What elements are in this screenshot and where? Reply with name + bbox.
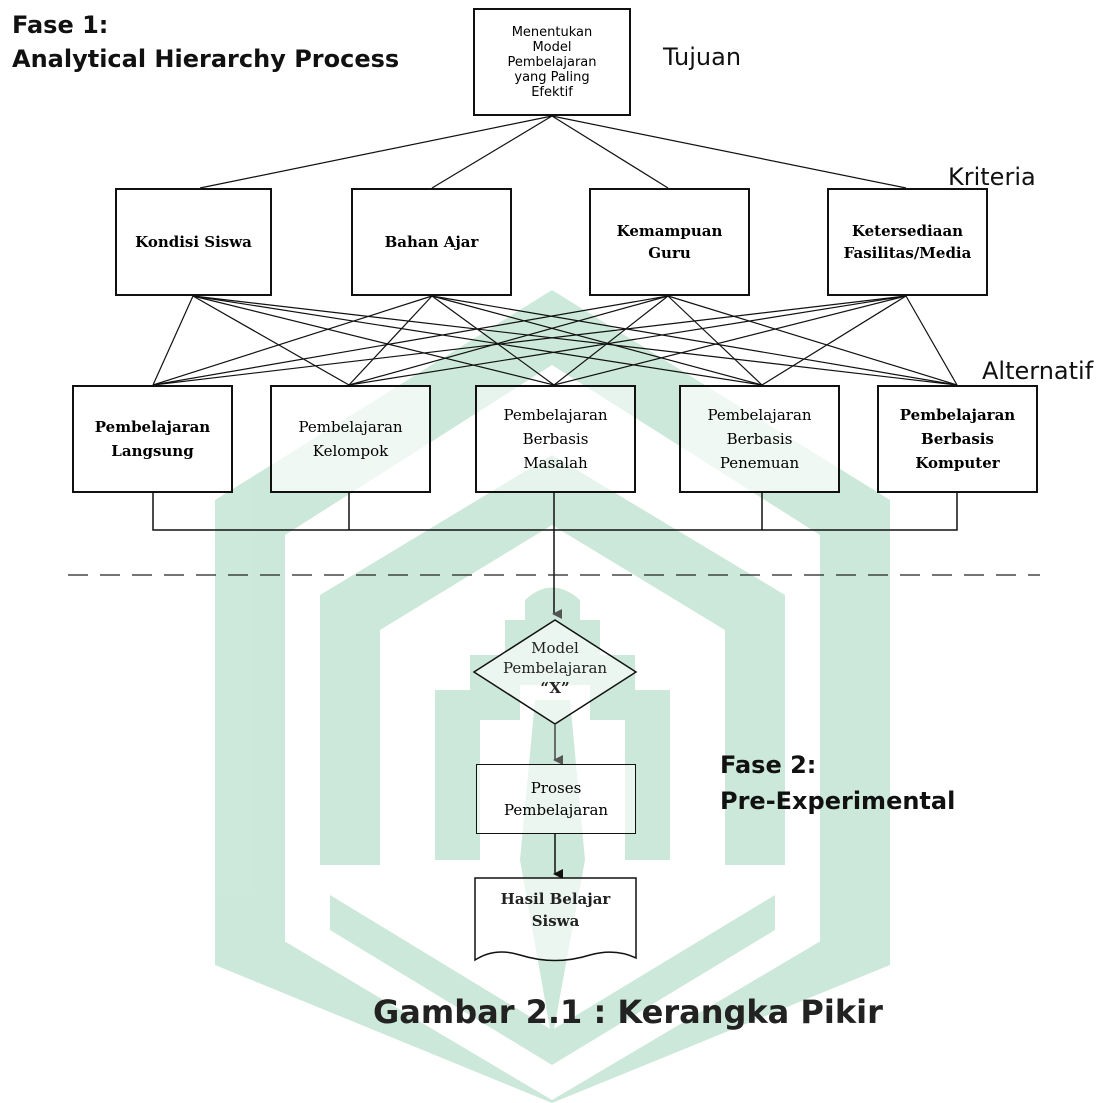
criteria-alternative-connector bbox=[348, 295, 669, 386]
criteria-box-bahan-ajar: Bahan Ajar bbox=[351, 188, 512, 296]
alternative-line: Langsung bbox=[111, 442, 194, 460]
criteria-alternative-connector bbox=[431, 295, 555, 386]
decision-line: “X” bbox=[540, 679, 570, 697]
criteria-alternative-connector bbox=[431, 295, 958, 386]
criteria-alternative-connector bbox=[667, 295, 958, 386]
level-label-alternatives: Alternatif bbox=[982, 357, 1094, 385]
result-line: Hasil Belajar bbox=[500, 890, 611, 908]
goal-line: yang Paling bbox=[514, 69, 590, 85]
criteria-alternative-connector bbox=[192, 295, 763, 386]
criteria-box-kemampuan-guru: Kemampuan Guru bbox=[589, 188, 750, 296]
goal-line: Model bbox=[532, 39, 572, 55]
criteria-line: Guru bbox=[648, 244, 691, 262]
level-label-goal: Tujuan bbox=[663, 43, 742, 71]
alternative-box-masalah: Pembelajaran Berbasis Masalah bbox=[475, 385, 636, 493]
process-line: Proses bbox=[530, 779, 582, 797]
decision-line: Pembelajaran bbox=[502, 659, 608, 677]
phase1-line2: Analytical Hierarchy Process bbox=[12, 45, 400, 73]
criteria-alternative-connector bbox=[553, 295, 907, 386]
decision-text: Model Pembelajaran “X” bbox=[474, 638, 636, 698]
criteria-line: Fasilitas/Media bbox=[843, 244, 972, 262]
alternative-line: Penemuan bbox=[719, 454, 800, 472]
criteria-alternative-connector bbox=[192, 295, 958, 386]
alternative-line: Berbasis bbox=[522, 430, 589, 448]
alternative-box-kelompok: Pembelajaran Kelompok bbox=[270, 385, 431, 493]
criteria-alternative-connector bbox=[348, 295, 907, 386]
figure-caption: Gambar 2.1 : Kerangka Pikir bbox=[373, 993, 883, 1031]
goal-line: Efektif bbox=[531, 84, 573, 100]
criteria-alternative-connector bbox=[152, 295, 433, 386]
criteria-alternative-connector bbox=[192, 295, 555, 386]
criteria-alternative-connector bbox=[553, 295, 669, 386]
criteria-alternative-connector bbox=[152, 295, 669, 386]
alternative-box-komputer: Pembelajaran Berbasis Komputer bbox=[877, 385, 1038, 493]
goal-box: Menentukan Model Pembelajaran yang Palin… bbox=[473, 8, 631, 116]
criteria-alternative-connector bbox=[152, 295, 194, 386]
level-label-criteria: Kriteria bbox=[948, 163, 1036, 191]
alternative-box-langsung: Pembelajaran Langsung bbox=[72, 385, 233, 493]
alternative-line: Pembelajaran bbox=[298, 418, 403, 436]
alternative-line: Pembelajaran bbox=[899, 406, 1016, 424]
criteria-line: Kemampuan bbox=[616, 222, 723, 240]
alternative-box-penemuan: Pembelajaran Berbasis Penemuan bbox=[679, 385, 840, 493]
alternative-line: Komputer bbox=[915, 454, 1000, 472]
goal-line: Menentukan bbox=[511, 24, 593, 40]
alternative-line: Pembelajaran bbox=[94, 418, 211, 436]
criteria-box-ketersediaan: Ketersediaan Fasilitas/Media bbox=[827, 188, 988, 296]
criteria-line: Kondisi Siswa bbox=[135, 233, 252, 251]
result-text: Hasil Belajar Siswa bbox=[475, 888, 636, 932]
alternative-line: Pembelajaran bbox=[707, 406, 812, 424]
result-line: Siswa bbox=[531, 912, 580, 930]
alternative-line: Pembelajaran bbox=[503, 406, 608, 424]
goal-line: Pembelajaran bbox=[507, 54, 597, 70]
criteria-box-kondisi-siswa: Kondisi Siswa bbox=[115, 188, 272, 296]
criteria-alternative-connector bbox=[761, 295, 907, 386]
alternative-line: Kelompok bbox=[312, 442, 389, 460]
criteria-alternative-connector bbox=[905, 295, 958, 386]
phase2-line1: Fase 2: bbox=[720, 751, 817, 779]
alternative-line: Berbasis bbox=[921, 430, 994, 448]
criteria-alternative-connector bbox=[667, 295, 763, 386]
alternative-line: Masalah bbox=[523, 454, 588, 472]
phase1-line1: Fase 1: bbox=[12, 11, 109, 39]
process-box: Proses Pembelajaran bbox=[476, 764, 636, 834]
process-line: Pembelajaran bbox=[503, 801, 609, 819]
criteria-alternative-connector bbox=[152, 295, 907, 386]
phase2-line2: Pre-Experimental bbox=[720, 787, 956, 815]
criteria-line: Ketersediaan bbox=[851, 222, 964, 240]
decision-line: Model bbox=[531, 639, 579, 657]
criteria-line: Bahan Ajar bbox=[384, 233, 479, 251]
criteria-alternative-connector bbox=[431, 295, 763, 386]
criteria-alternative-connector bbox=[192, 295, 350, 386]
phase1-title: Fase 1: Analytical Hierarchy Process bbox=[12, 10, 399, 74]
criteria-alternative-connector bbox=[348, 295, 433, 386]
alternative-line: Berbasis bbox=[726, 430, 793, 448]
phase2-title: Fase 2: Pre-Experimental bbox=[720, 750, 955, 816]
